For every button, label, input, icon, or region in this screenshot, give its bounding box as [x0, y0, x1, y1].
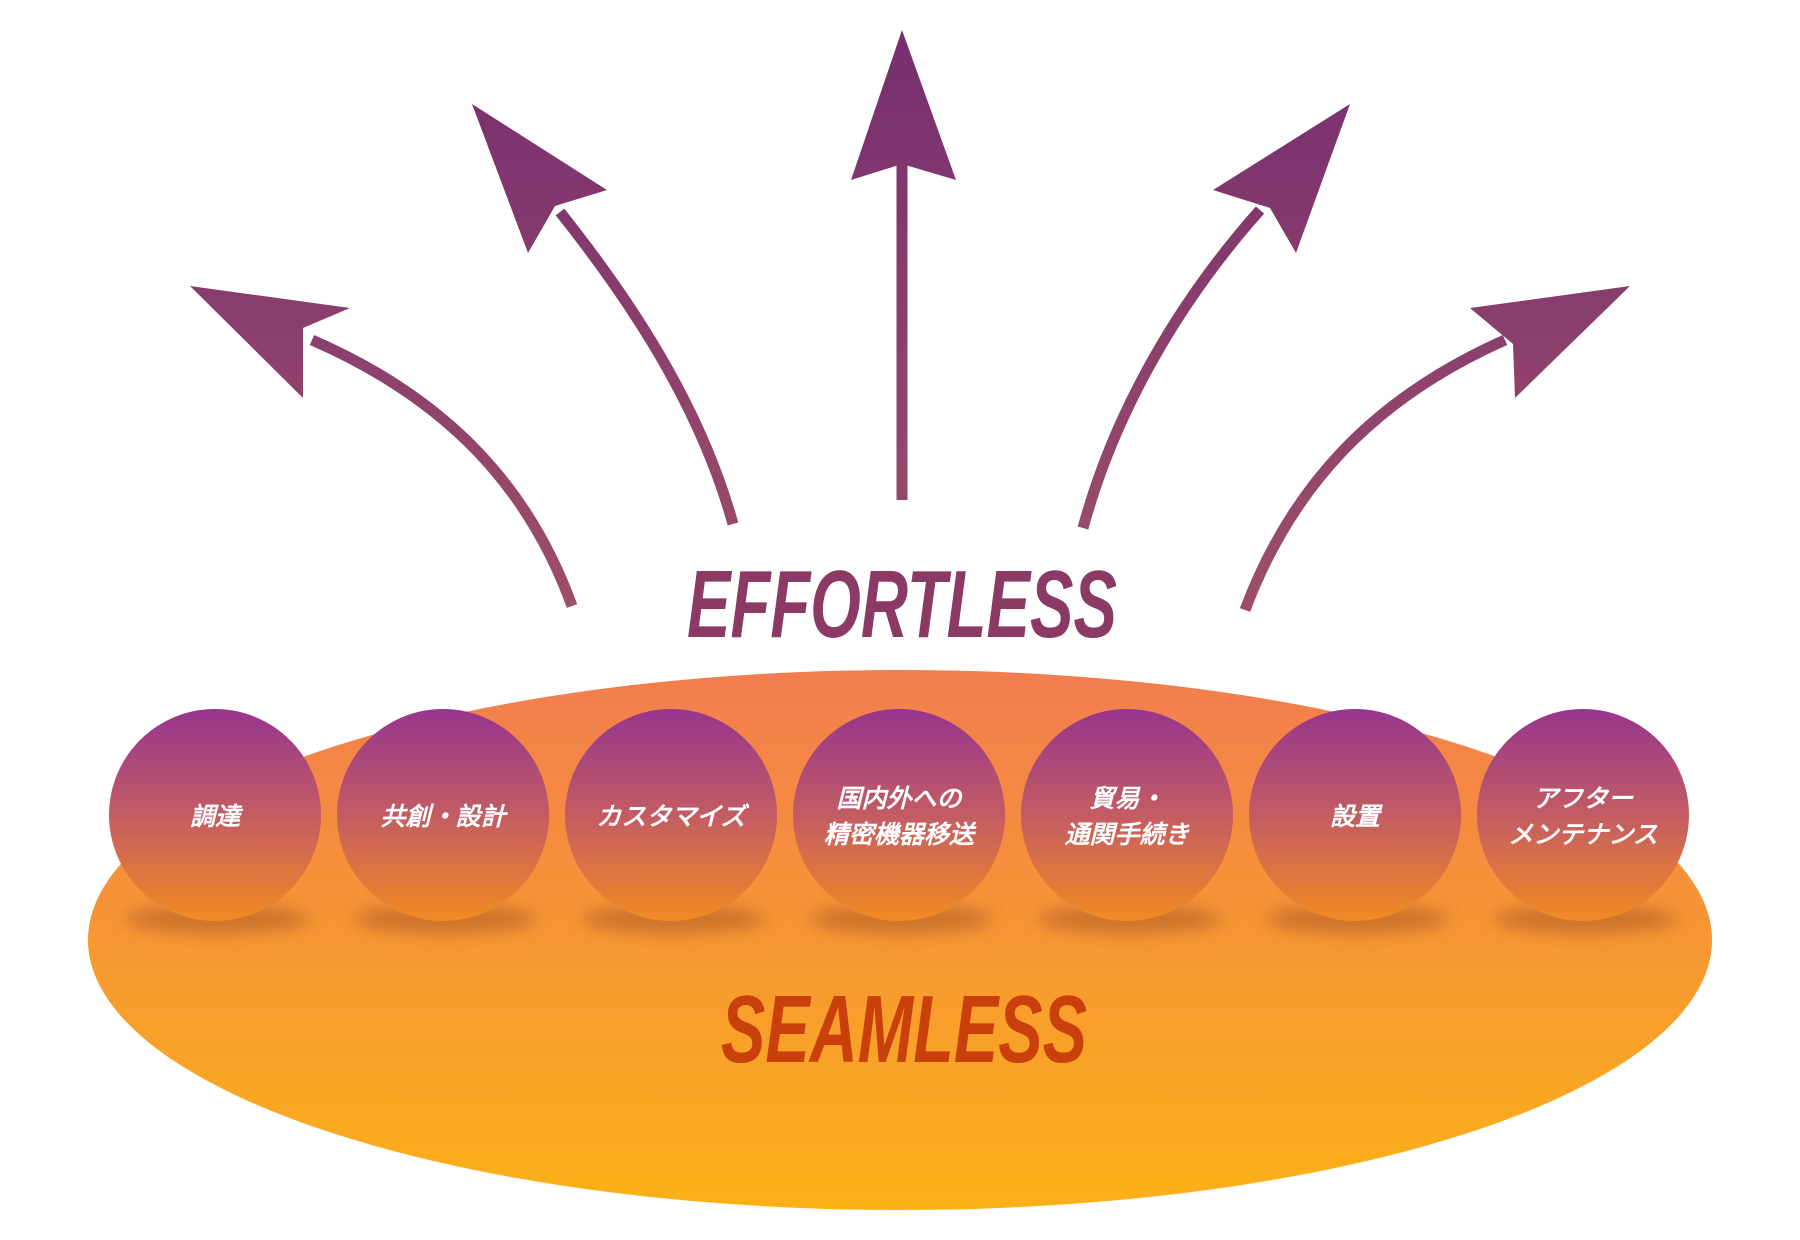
service-item: 調達: [109, 709, 321, 934]
service-item: 貿易・通関手続き: [1021, 709, 1233, 934]
service-ball: [109, 709, 321, 921]
service-label: アフター: [1533, 784, 1634, 813]
arrows: [190, 30, 1630, 612]
seamless-label: SEAMLESS: [721, 976, 1087, 1083]
service-label: 貿易・: [1089, 784, 1164, 813]
service-label: 調達: [190, 802, 244, 831]
service-label: 国内外への: [836, 784, 963, 813]
arrow-up-right-icon: [1077, 104, 1350, 530]
service-ball: [1477, 709, 1689, 921]
service-ball: [337, 709, 549, 921]
arrow-up-left-far-icon: [190, 286, 578, 608]
service-label: 設置: [1330, 802, 1383, 831]
service-ball: [793, 709, 1005, 921]
service-label: カスタマイズ: [596, 802, 749, 831]
service-ball: [1249, 709, 1461, 921]
service-balls: 調達共創・設計カスタマイズ国内外への精密機器移送貿易・通関手続き設置アフターメン…: [109, 709, 1689, 934]
service-label: 精密機器移送: [824, 820, 977, 849]
service-item: 共創・設計: [337, 709, 549, 934]
service-item: 設置: [1249, 709, 1461, 934]
arrow-up-left-icon: [472, 104, 739, 526]
effortless-label: EFFORTLESS: [687, 551, 1117, 658]
service-label: 共創・設計: [380, 802, 508, 831]
arrow-up-right-far-icon: [1239, 286, 1630, 612]
service-label: メンテナンス: [1508, 820, 1658, 849]
arrow-up-icon: [851, 30, 956, 500]
service-ball: [565, 709, 777, 921]
service-item: カスタマイズ: [565, 709, 777, 934]
service-ball: [1021, 709, 1233, 921]
service-label: 通関手続き: [1064, 820, 1189, 849]
